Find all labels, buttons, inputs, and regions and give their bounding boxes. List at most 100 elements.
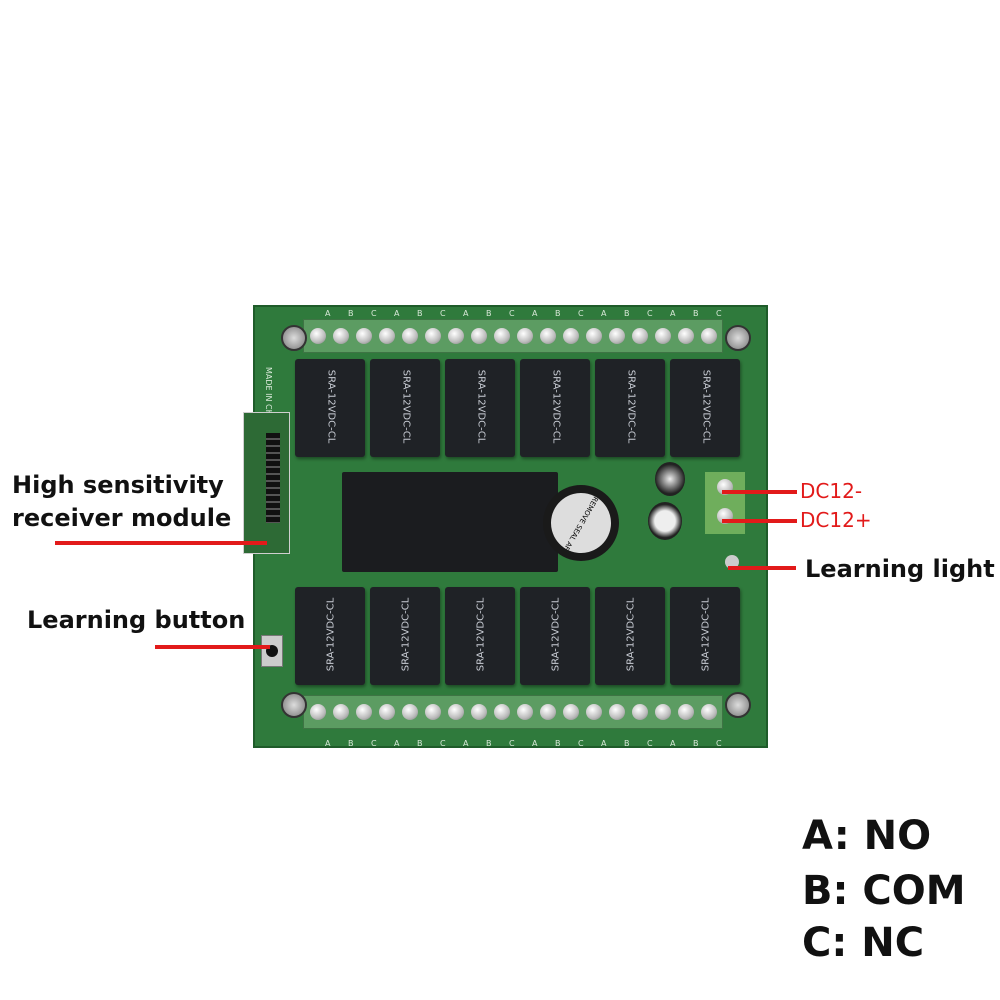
buzzer: REMOVE SEAL AFTER WASHING (540, 482, 622, 564)
terminal-letter: B (348, 309, 354, 318)
learning-light-callout-line (728, 566, 796, 570)
terminal-letter: B (348, 739, 354, 748)
learning-button-callout-line (155, 645, 270, 649)
learning-button[interactable] (261, 635, 283, 667)
terminal-letter: A (532, 309, 538, 318)
mount-screw (281, 325, 307, 351)
terminal-letter: A (394, 739, 400, 748)
terminal-letter: A (670, 739, 676, 748)
terminal-letter: C (509, 309, 515, 318)
capacitor (648, 502, 682, 540)
relay: SRA-12VDC-CL (445, 359, 515, 457)
terminal-screw (310, 328, 326, 344)
terminal-screw (563, 328, 579, 344)
terminal-screw (586, 328, 602, 344)
dc-plus-label: DC12+ (800, 508, 872, 532)
relay-model-label: SRA-12VDC-CL (475, 597, 487, 672)
mount-screw (725, 325, 751, 351)
terminal-screw (471, 704, 487, 720)
antenna-coil (266, 433, 280, 523)
terminal-screw (632, 328, 648, 344)
terminal-screw (655, 704, 671, 720)
relay: SRA-12VDC-CL (670, 587, 740, 685)
receiver-label-line1: High sensitivity (12, 471, 224, 499)
terminal-screw (448, 704, 464, 720)
terminal-screw (609, 704, 625, 720)
terminal-screw (517, 704, 533, 720)
terminal-letter: B (486, 739, 492, 748)
terminal-letter: B (417, 739, 423, 748)
terminal-letter: C (647, 739, 653, 748)
terminal-screw (563, 704, 579, 720)
terminal-screw (471, 328, 487, 344)
relay: SRA-12VDC-CL (370, 359, 440, 457)
terminal-letter: B (693, 309, 699, 318)
relay-model-label: SRA-12VDC-CL (625, 597, 637, 672)
terminal-screw (586, 704, 602, 720)
terminal-screw (333, 704, 349, 720)
terminal-letter: A (325, 309, 331, 318)
relay-model-label: SRA-12VDC-CL (625, 369, 637, 444)
terminal-letter: B (624, 309, 630, 318)
relay: SRA-12VDC-CL (295, 359, 365, 457)
terminal-screw (379, 328, 395, 344)
terminal-screw (494, 704, 510, 720)
terminal-letter: C (371, 739, 377, 748)
relay: SRA-12VDC-CL (670, 359, 740, 457)
terminal-screw (425, 704, 441, 720)
dc-minus-callout-line (722, 490, 797, 494)
terminal-screw (540, 328, 556, 344)
terminal-screw (632, 704, 648, 720)
terminal-screw (701, 328, 717, 344)
relay-model-label: SRA-12VDC-CL (325, 369, 337, 444)
relay-model-label: SRA-12VDC-CL (700, 369, 712, 444)
terminal-letter: C (440, 739, 446, 748)
terminal-screw (402, 704, 418, 720)
legend-c: C: NC (802, 920, 925, 966)
relay-board-photo: MADE IN CHINA CHJ-C12 SRA-12VDC-CLSRA-12… (243, 305, 768, 748)
terminal-letter: A (670, 309, 676, 318)
dc-minus-label: DC12- (800, 479, 863, 503)
terminal-letter: C (578, 739, 584, 748)
terminal-letter: A (601, 739, 607, 748)
relay-model-label: SRA-12VDC-CL (475, 369, 487, 444)
relay: SRA-12VDC-CL (520, 359, 590, 457)
mount-screw (281, 692, 307, 718)
terminal-letter: A (463, 309, 469, 318)
relay-model-label: SRA-12VDC-CL (400, 369, 412, 444)
receiver-module (243, 412, 290, 554)
learning-light-label: Learning light (805, 555, 995, 583)
terminal-screw (448, 328, 464, 344)
relay: SRA-12VDC-CL (295, 587, 365, 685)
relay-model-label: SRA-12VDC-CL (400, 597, 412, 672)
top-terminal-strip (303, 319, 723, 353)
relay-model-label: SRA-12VDC-CL (550, 597, 562, 672)
terminal-screw (517, 328, 533, 344)
terminal-letter: C (716, 739, 722, 748)
relay-model-label: SRA-12VDC-CL (550, 369, 562, 444)
terminal-letter: B (693, 739, 699, 748)
terminal-letter: C (509, 739, 515, 748)
microcontroller-chip (342, 472, 558, 572)
relay: SRA-12VDC-CL (445, 587, 515, 685)
terminal-letter: C (716, 309, 722, 318)
terminal-screw (609, 328, 625, 344)
terminal-letter: A (601, 309, 607, 318)
relay: SRA-12VDC-CL (520, 587, 590, 685)
relay-model-label: SRA-12VDC-CL (325, 597, 337, 672)
terminal-screw (701, 704, 717, 720)
capacitor (655, 462, 685, 496)
terminal-letter: C (440, 309, 446, 318)
relay-model-label: SRA-12VDC-CL (700, 597, 712, 672)
terminal-letter: A (532, 739, 538, 748)
learning-button-label: Learning button (27, 606, 246, 634)
terminal-letter: B (555, 309, 561, 318)
legend-b: B: COM (802, 868, 966, 914)
terminal-screw (540, 704, 556, 720)
terminal-letter: B (486, 309, 492, 318)
legend-a: A: NO (802, 813, 932, 859)
bottom-terminal-strip (303, 695, 723, 729)
terminal-screw (678, 328, 694, 344)
terminal-letter: C (578, 309, 584, 318)
receiver-callout-line (55, 541, 267, 545)
